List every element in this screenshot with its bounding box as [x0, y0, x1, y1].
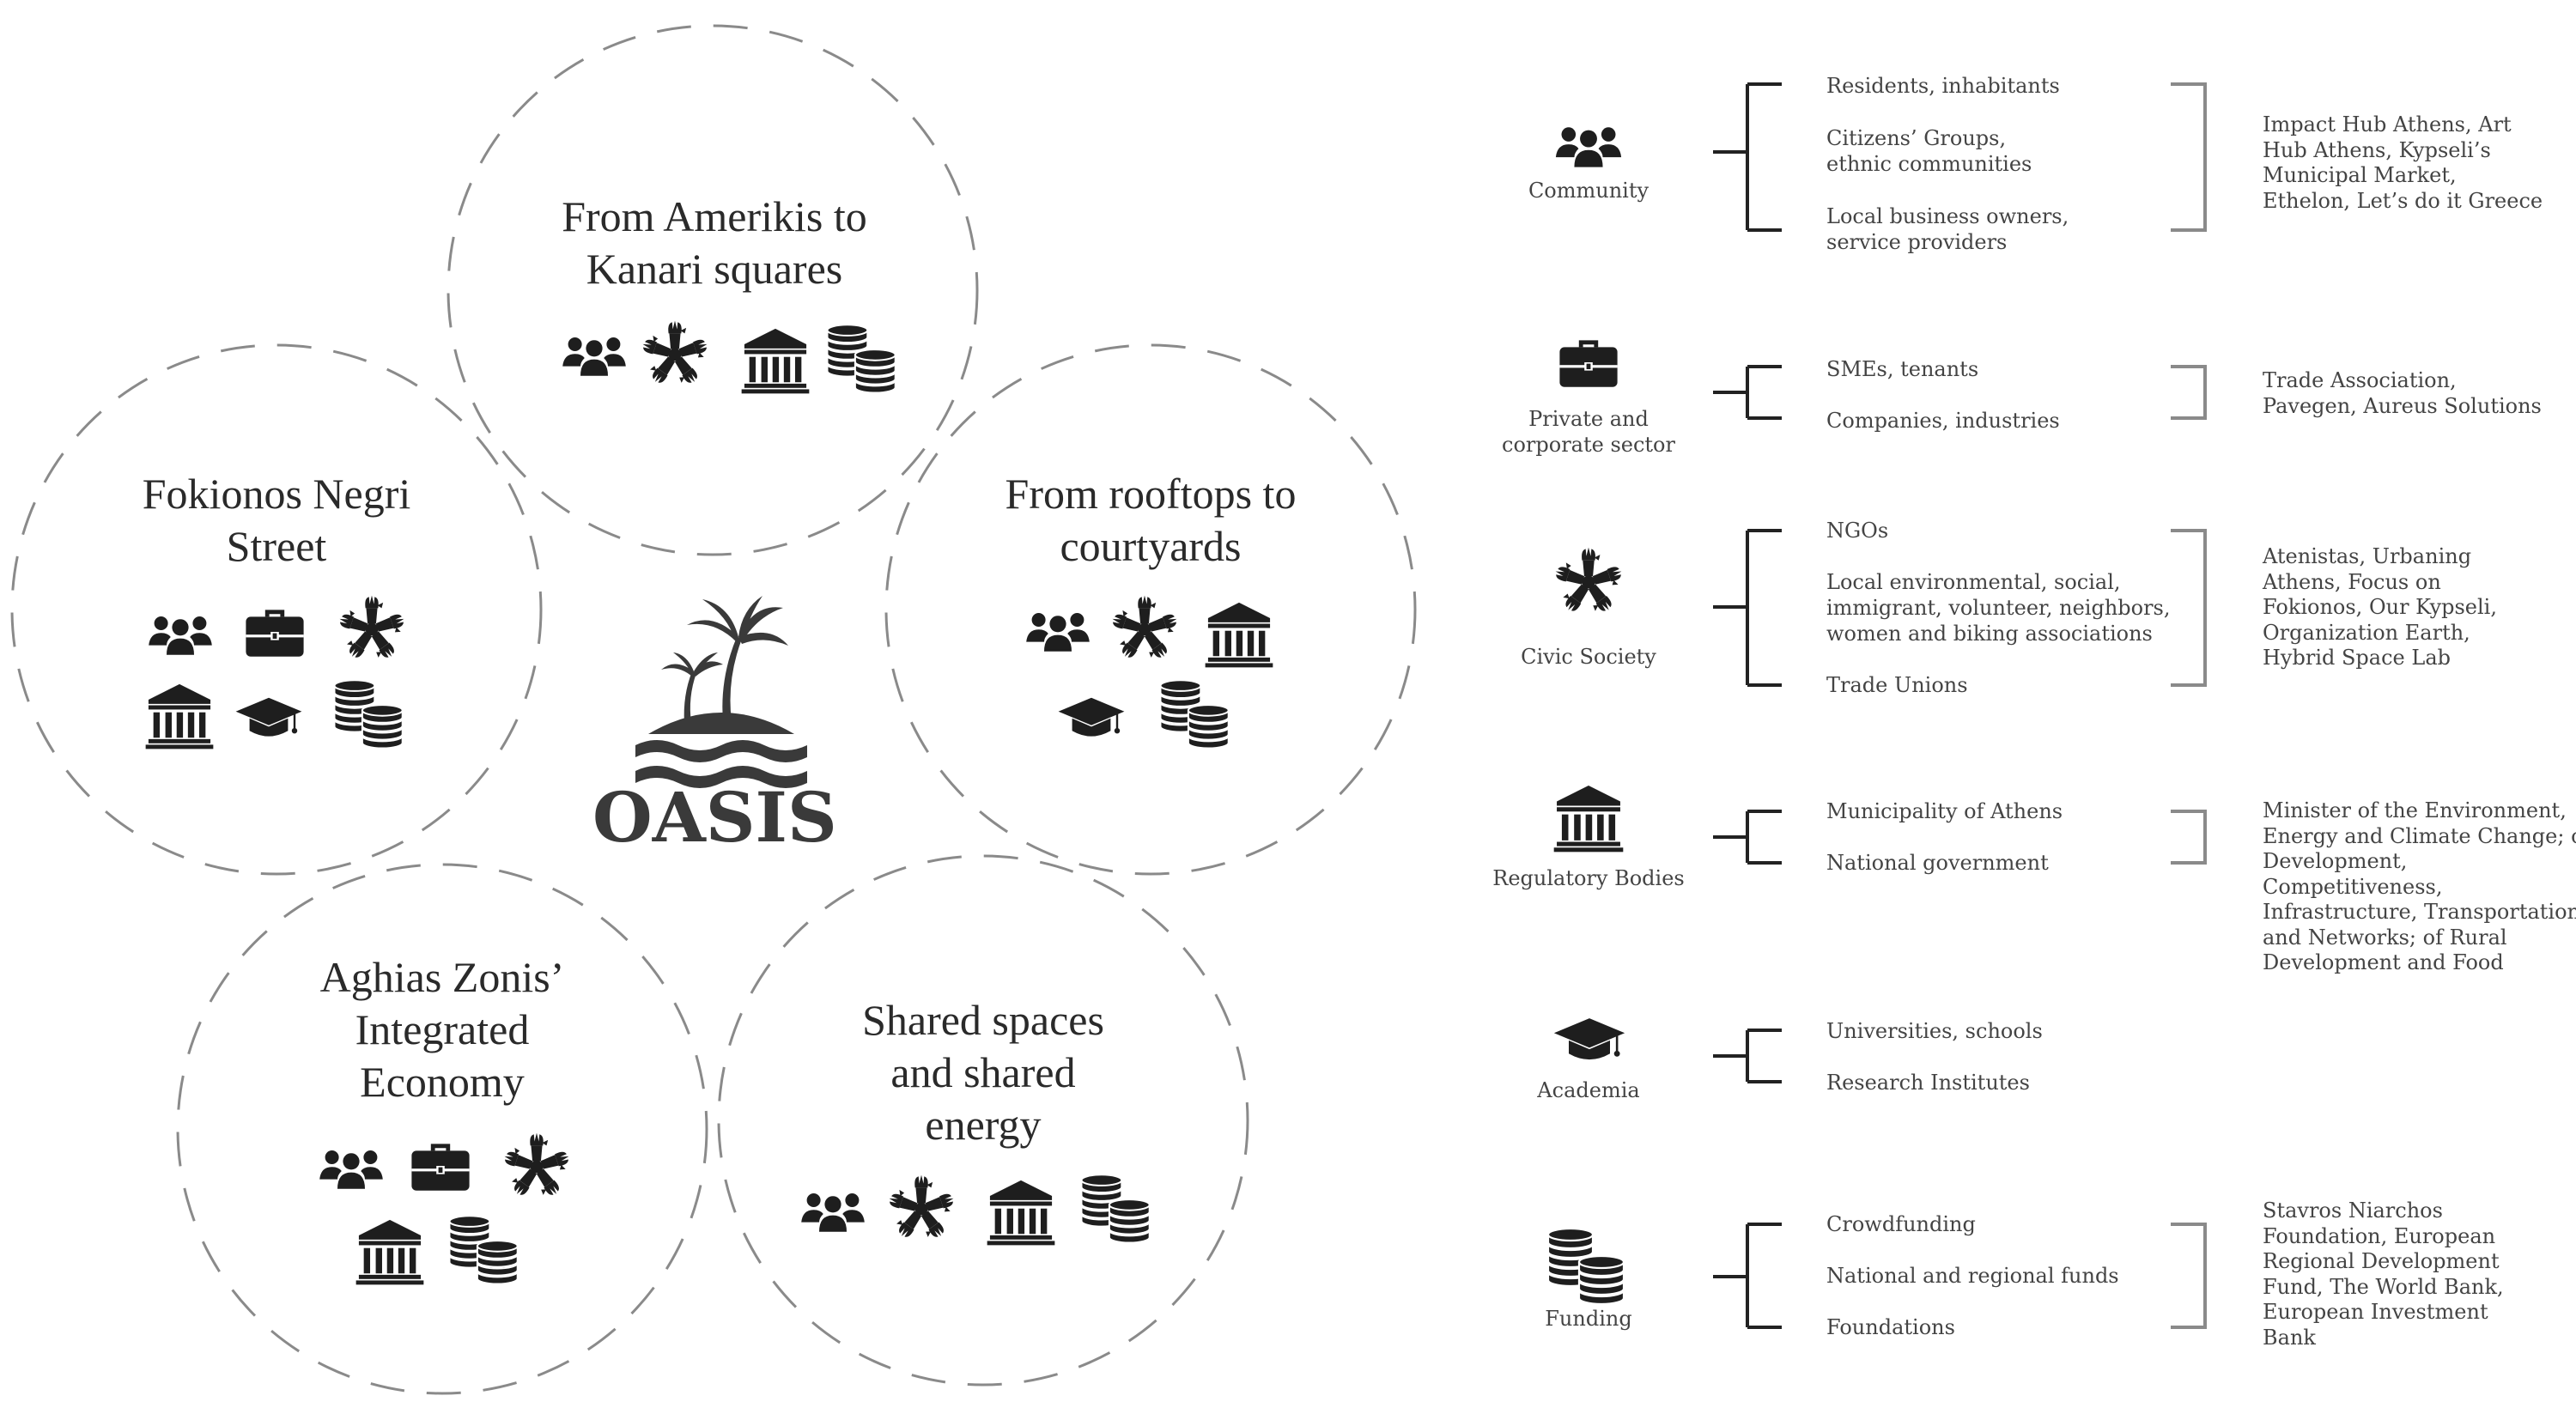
item-trade-unions: Trade Unions: [1826, 673, 1968, 697]
category-label-civic-society: Civic Society: [1521, 645, 1656, 669]
item-national-government: National government: [1826, 851, 2049, 875]
civic-society-icon: [501, 1132, 572, 1202]
examples-private-sector: Trade Association,Pavegen, Aureus Soluti…: [2263, 368, 2542, 418]
academia-icon: [1552, 1014, 1626, 1065]
bracket-private-sector: [1713, 365, 1782, 420]
item-ngos: NGOs: [1826, 519, 1889, 543]
item-local-business: Local business owners,service providers: [1826, 204, 2069, 254]
circle-rooftops: [884, 343, 1417, 876]
funding-icon: [1072, 1169, 1161, 1247]
right-bracket-regulatory: [2171, 810, 2207, 865]
item-residents: Residents, inhabitants: [1826, 74, 2060, 98]
item-crowdfunding: Crowdfunding: [1826, 1212, 1976, 1236]
community-icon: [797, 1186, 869, 1235]
item-universities: Universities, schools: [1826, 1019, 2043, 1043]
oasis-island-logo: [635, 596, 807, 788]
item-citizens-groups: Citizens’ Groups,ethnic communities: [1826, 126, 2032, 176]
bracket-community: [1713, 82, 1782, 232]
civic-society-icon: [886, 1174, 957, 1244]
funding-icon: [1539, 1223, 1635, 1308]
item-local-associations: Local environmental, social,immigrant, v…: [1826, 570, 2171, 646]
funding-icon: [325, 675, 414, 752]
funding-icon: [1151, 675, 1240, 752]
civic-society-icon: [1109, 594, 1180, 664]
regulatory-icon: [740, 325, 811, 395]
regulatory-icon: [986, 1176, 1056, 1247]
item-national-funds: National and regional funds: [1826, 1264, 2119, 1288]
circle-aghias: [176, 863, 708, 1395]
private-sector-icon: [406, 1138, 475, 1193]
bracket-regulatory: [1713, 810, 1782, 865]
item-municipality: Municipality of Athens: [1826, 799, 2063, 823]
community-icon: [1552, 120, 1625, 170]
category-label-academia: Academia: [1537, 1078, 1640, 1102]
private-sector-icon: [1554, 335, 1623, 390]
circle-fokionos: [10, 343, 543, 876]
item-research-institutes: Research Institutes: [1826, 1071, 2030, 1095]
community-icon: [558, 331, 630, 379]
item-smes: SMEs, tenants: [1826, 357, 1979, 381]
community-icon: [315, 1144, 387, 1192]
bracket-funding: [1713, 1223, 1782, 1329]
regulatory-icon: [1552, 781, 1625, 853]
civic-society-icon: [1552, 546, 1625, 618]
category-label-community: Community: [1528, 179, 1649, 203]
category-label-regulatory: Regulatory Bodies: [1492, 866, 1685, 890]
funding-icon: [817, 319, 907, 397]
right-bracket-community: [2171, 82, 2207, 232]
oasis-logo-wordmark: OASIS: [592, 777, 837, 858]
circle-amerikis: [447, 24, 979, 556]
regulatory-icon: [355, 1216, 425, 1286]
bracket-civic-society: [1713, 529, 1782, 687]
civic-society-icon: [337, 594, 407, 664]
right-bracket-civic-society: [2171, 529, 2207, 687]
academia-icon: [234, 694, 304, 742]
category-label-funding: Funding: [1545, 1307, 1632, 1331]
item-foundations: Foundations: [1826, 1315, 1955, 1339]
community-icon: [144, 610, 216, 658]
community-icon: [1022, 606, 1094, 654]
item-companies: Companies, industries: [1826, 409, 2060, 433]
regulatory-icon: [1204, 598, 1274, 669]
private-sector-icon: [240, 604, 309, 659]
bracket-academia: [1713, 1029, 1782, 1083]
right-bracket-funding: [2171, 1223, 2207, 1329]
funding-icon: [440, 1211, 529, 1288]
academia-icon: [1056, 694, 1127, 742]
civic-society-icon: [640, 319, 710, 390]
circle-shared: [717, 854, 1249, 1387]
examples-regulatory: Minister of the Environment,Energy and C…: [2263, 798, 2576, 974]
right-bracket-private-sector: [2171, 365, 2207, 420]
regulatory-icon: [144, 680, 215, 750]
